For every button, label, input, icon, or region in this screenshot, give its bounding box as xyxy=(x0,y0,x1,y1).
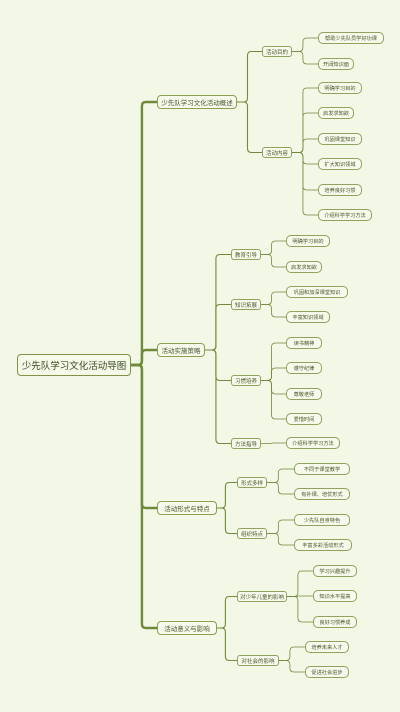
connector-line xyxy=(291,51,319,65)
leaf[interactable]: 不同于课堂教学 xyxy=(294,463,350,475)
branch-overview[interactable]: 少先队学习文化活动概述 xyxy=(157,95,237,109)
leaf[interactable]: 遵守纪律 xyxy=(286,362,322,374)
sub-society-impact[interactable]: 对社会的影响 xyxy=(237,655,279,666)
connector-line xyxy=(216,595,238,629)
connector-line xyxy=(291,138,319,153)
sub-habits[interactable]: 习惯培养 xyxy=(231,375,261,386)
connector-line xyxy=(260,240,287,255)
connector-line xyxy=(204,303,232,351)
leaf[interactable]: 启发求知欲 xyxy=(286,261,322,273)
connector-line xyxy=(286,570,314,597)
leaf[interactable]: 扩大知识领域 xyxy=(318,158,362,170)
connector-line xyxy=(286,596,314,623)
connector-line xyxy=(278,646,306,661)
connector-line xyxy=(266,519,295,534)
sub-organization[interactable]: 组织特点 xyxy=(237,528,267,539)
leaf[interactable]: 学习兴趣提升 xyxy=(313,565,357,577)
connector-line xyxy=(266,533,295,546)
root-node[interactable]: 少先队学习文化活动导图 xyxy=(17,354,131,376)
leaf[interactable]: 启发求知欲 xyxy=(318,107,354,119)
leaf[interactable]: 巩固和加深课堂知识 xyxy=(286,286,348,298)
connector-line xyxy=(260,380,287,395)
sub-diverse[interactable]: 形式多样 xyxy=(237,477,267,488)
leaf[interactable]: 知识水平提高 xyxy=(313,590,357,602)
connector-line xyxy=(216,507,238,535)
connector-line xyxy=(260,367,287,381)
leaf[interactable]: 明确学习目的 xyxy=(286,235,330,247)
leaf[interactable]: 丰富多彩活动形式 xyxy=(294,539,352,551)
connector-line xyxy=(129,363,159,510)
connector-line xyxy=(260,254,287,268)
connector-line xyxy=(216,627,238,662)
connector-line xyxy=(291,37,319,52)
leaf[interactable]: 介绍科学学习方法 xyxy=(286,437,340,449)
sub-expansion[interactable]: 知识拓展 xyxy=(231,299,261,310)
connector-line xyxy=(291,152,319,216)
connector-line xyxy=(291,112,319,153)
leaf[interactable]: 读书精神 xyxy=(286,337,322,349)
connector-line xyxy=(260,342,287,381)
connector-line xyxy=(129,363,159,630)
branch-strategy[interactable]: 活动实施策略 xyxy=(157,343,205,357)
leaf[interactable]: 明确学习目的 xyxy=(318,82,362,94)
connector-line xyxy=(129,100,159,367)
leaf[interactable]: 促进社会进步 xyxy=(305,666,349,678)
branch-format[interactable]: 活动形式与特点 xyxy=(157,501,217,515)
connector-line xyxy=(216,481,238,509)
connector-line xyxy=(291,87,319,153)
connector-line xyxy=(278,660,306,673)
leaf[interactable]: 培养未来人才 xyxy=(305,641,349,653)
leaf[interactable]: 有补课、培优形式 xyxy=(294,488,350,500)
connector-line xyxy=(291,152,319,165)
leaf[interactable]: 少先队自身特色 xyxy=(294,514,350,526)
sub-purpose[interactable]: 活动目的 xyxy=(262,46,292,57)
connector-line xyxy=(260,380,287,420)
leaf[interactable]: 丰富知识领域 xyxy=(286,311,330,323)
connector-line xyxy=(204,349,232,445)
connector-line xyxy=(236,50,263,103)
leaf[interactable]: 帮助少先队员学好功课 xyxy=(318,32,384,44)
connector-line xyxy=(236,101,263,154)
branch-significance[interactable]: 活动意义与影响 xyxy=(157,621,217,635)
connector-line xyxy=(260,291,287,305)
leaf[interactable]: 介绍科学学习方法 xyxy=(318,209,372,221)
connector-line xyxy=(266,482,295,495)
connector-line xyxy=(260,442,287,444)
leaf[interactable]: 巩固课堂知识 xyxy=(318,133,362,145)
leaf[interactable]: 培养良好习惯 xyxy=(318,184,362,196)
leaf[interactable]: 爱惜时间 xyxy=(286,413,322,425)
sub-content[interactable]: 活动内容 xyxy=(262,147,292,158)
leaf[interactable]: 良好习惯养成 xyxy=(313,616,357,628)
connector-line xyxy=(286,595,314,597)
sub-method[interactable]: 方法指导 xyxy=(231,438,261,449)
sub-guidance[interactable]: 教育引导 xyxy=(231,249,261,260)
leaf[interactable]: 尊敬老师 xyxy=(286,388,322,400)
leaf[interactable]: 开阔知识面 xyxy=(318,58,354,70)
connector-line xyxy=(266,468,295,483)
connector-line xyxy=(291,152,319,191)
connector-line xyxy=(204,253,232,351)
connector-line xyxy=(129,348,159,367)
connector-line xyxy=(204,349,232,382)
sub-youth-impact[interactable]: 对少年儿童的影响 xyxy=(237,591,287,602)
connector-line xyxy=(260,304,287,318)
